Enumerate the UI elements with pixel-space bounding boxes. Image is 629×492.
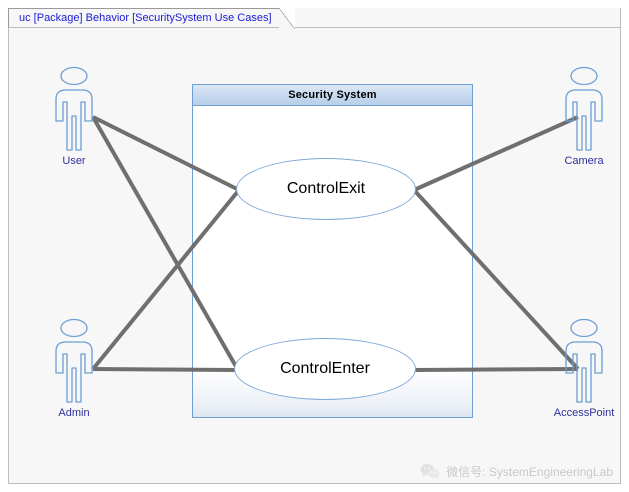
diagram-frame-tab-label: uc [Package] Behavior [SecuritySystem Us… [19,11,272,24]
system-boundary-header: Security System [193,85,472,106]
actor-user[interactable]: User [42,66,106,167]
use-case-controlexit-label: ControlExit [286,180,366,197]
use-case-controlexit[interactable]: ControlExit [236,158,416,220]
actor-person-icon [55,318,93,403]
actor-accesspoint-label: AccessPoint [553,407,615,419]
actor-camera-label: Camera [564,155,604,167]
frame-header-divider [8,27,621,28]
actor-user-label: User [62,155,86,167]
wechat-icon [420,464,440,480]
use-case-controlenter[interactable]: ControlEnter [234,338,416,400]
actor-accesspoint[interactable]: AccessPoint [552,318,616,419]
diagram-frame-tab[interactable]: uc [Package] Behavior [SecuritySystem Us… [8,8,295,29]
watermark: 微信号: SystemEngineeringLab [420,463,613,480]
actor-person-icon [565,66,603,151]
actor-admin[interactable]: Admin [42,318,106,419]
use-case-controlenter-label: ControlEnter [280,360,370,377]
actor-camera[interactable]: Camera [552,66,616,167]
actor-person-icon [565,318,603,403]
system-boundary-title: Security System [288,89,377,101]
actor-admin-label: Admin [58,407,90,419]
frame-tab-corner-fold [278,8,295,29]
watermark-text: 微信号: SystemEngineeringLab [446,465,613,479]
actor-person-icon [55,66,93,151]
